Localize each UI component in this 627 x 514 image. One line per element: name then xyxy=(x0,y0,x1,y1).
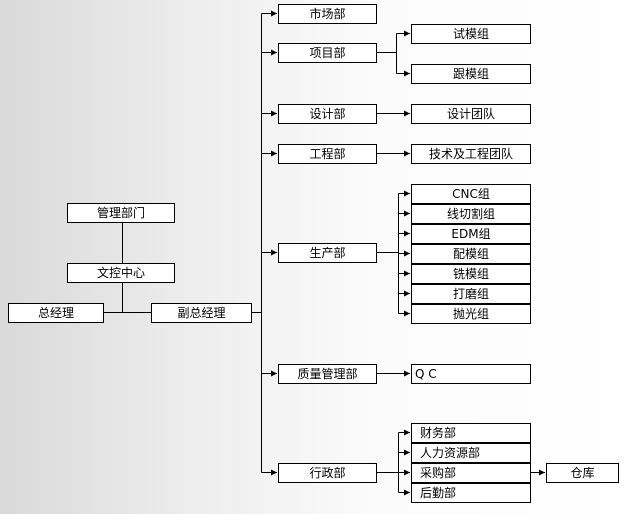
doc-control-box: 文控中心 xyxy=(67,263,175,283)
dept-design-box: 设计部 xyxy=(278,104,377,124)
production-group-box: EDM组 xyxy=(411,224,531,244)
production-group-box: 抛光组 xyxy=(411,304,531,324)
production-group-box: 线切割组 xyxy=(411,204,531,224)
dept-admin-box: 行政部 xyxy=(278,463,377,483)
admin-group-box: 采购部 xyxy=(411,463,531,483)
project-group-box: 试模组 xyxy=(411,24,531,44)
engineering-team-box: 技术及工程团队 xyxy=(411,144,531,164)
dept-engineering-box: 工程部 xyxy=(278,144,377,164)
production-group-box: 配模组 xyxy=(411,244,531,264)
dept-project-box: 项目部 xyxy=(278,43,377,63)
vgm-box: 副总经理 xyxy=(151,303,252,323)
admin-group-box: 人力资源部 xyxy=(411,443,531,463)
admin-group-box: 后勤部 xyxy=(411,483,531,503)
management-dept-box: 管理部门 xyxy=(67,203,175,223)
project-group-box: 跟模组 xyxy=(411,64,531,84)
dept-quality-box: 质量管理部 xyxy=(278,364,377,384)
warehouse-box: 仓库 xyxy=(546,463,619,483)
design-team-box: 设计团队 xyxy=(411,104,531,124)
quality-team-box: Q C xyxy=(411,364,531,384)
dept-market-box: 市场部 xyxy=(278,4,377,24)
admin-group-box: 财务部 xyxy=(411,423,531,443)
production-group-box: 铣模组 xyxy=(411,264,531,284)
gm-box: 总经理 xyxy=(8,303,104,323)
dept-production-box: 生产部 xyxy=(278,243,377,263)
production-group-box: 打磨组 xyxy=(411,284,531,304)
production-group-box: CNC组 xyxy=(411,184,531,204)
